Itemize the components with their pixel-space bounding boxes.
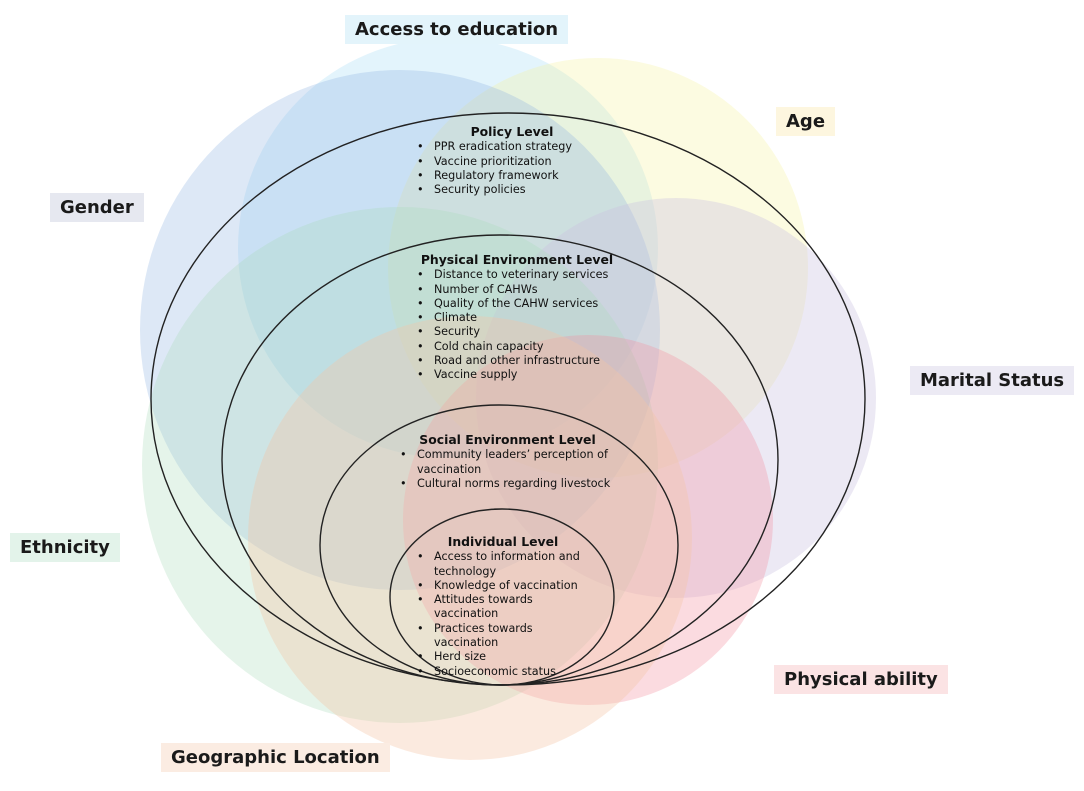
social-environment-level-block: Social Environment Level Community leade… xyxy=(400,432,615,491)
level-item: Vaccine supply xyxy=(417,368,617,383)
level-item: Access to information and technology xyxy=(417,550,589,579)
level-item: Distance to veterinary services xyxy=(417,268,617,283)
physical-environment-level-list: Distance to veterinary servicesNumber of… xyxy=(417,268,617,383)
label-ethnicity: Ethnicity xyxy=(10,533,120,562)
level-item: Road and other infrastructure xyxy=(417,354,617,369)
label-age: Age xyxy=(776,107,836,136)
social-environment-level-title: Social Environment Level xyxy=(419,432,596,447)
label-marital-status: Marital Status xyxy=(910,366,1075,395)
level-item: Cold chain capacity xyxy=(417,340,617,355)
level-item: Security policies xyxy=(417,183,607,198)
level-item: Attitudes towards vaccination xyxy=(417,593,589,622)
policy-level-title: Policy Level xyxy=(470,124,554,139)
physical-environment-level-block: Physical Environment Level Distance to v… xyxy=(417,252,617,383)
level-item: Number of CAHWs xyxy=(417,283,617,298)
label-gender: Gender xyxy=(50,193,144,222)
level-item: Cultural norms regarding livestock xyxy=(400,477,615,492)
policy-level-block: Policy Level PPR eradication strategyVac… xyxy=(417,124,607,198)
individual-level-block: Individual Level Access to information a… xyxy=(417,534,589,679)
label-geographic-location: Geographic Location xyxy=(161,743,390,772)
level-item: Socioeconomic status xyxy=(417,665,589,680)
label-access-to-education: Access to education xyxy=(345,15,569,44)
individual-level-list: Access to information and technologyKnow… xyxy=(417,550,589,679)
level-item: Community leaders’ perception of vaccina… xyxy=(400,448,615,477)
level-item: Practices towards vaccination xyxy=(417,622,589,651)
physical-environment-level-title: Physical Environment Level xyxy=(420,252,614,267)
social-environment-level-list: Community leaders’ perception of vaccina… xyxy=(400,448,615,491)
level-item: Security xyxy=(417,325,617,340)
level-item: PPR eradication strategy xyxy=(417,140,607,155)
policy-level-list: PPR eradication strategyVaccine prioriti… xyxy=(417,140,607,197)
individual-level-title: Individual Level xyxy=(447,534,559,549)
label-physical-ability: Physical ability xyxy=(774,665,948,694)
level-item: Climate xyxy=(417,311,617,326)
level-item: Regulatory framework xyxy=(417,169,607,184)
level-item: Quality of the CAHW services xyxy=(417,297,617,312)
individual-level-ellipse xyxy=(389,508,615,686)
level-item: Knowledge of vaccination xyxy=(417,579,589,594)
level-item: Herd size xyxy=(417,650,589,665)
level-item: Vaccine prioritization xyxy=(417,155,607,170)
